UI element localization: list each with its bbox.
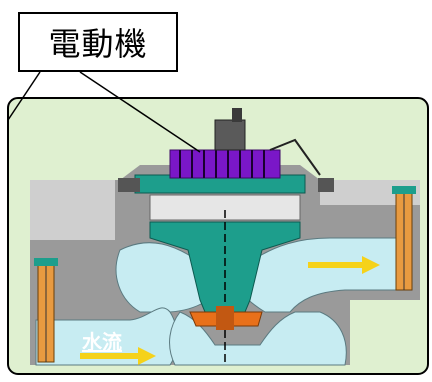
motor-top-cap [214, 119, 246, 151]
railing [269, 138, 321, 176]
right-bracket [318, 178, 334, 192]
left-bracket [118, 178, 140, 192]
left-gauge-cap [34, 258, 58, 266]
water-flow-label: 水流 [82, 330, 122, 354]
outflow-arrow [308, 256, 380, 274]
leader-line-2 [79, 71, 201, 153]
right-gauge-cap [392, 186, 416, 194]
motor-label: 電動機 [48, 25, 148, 63]
exciter [232, 108, 242, 122]
draft-tube [169, 311, 347, 366]
generator-housing [149, 194, 301, 221]
motor-fins [179, 150, 265, 178]
inflow-arrow [80, 347, 156, 365]
motor-label-box: 電動機 [18, 12, 178, 72]
leader-line-1 [7, 71, 41, 121]
left-concrete-block [30, 180, 115, 240]
motor-body [169, 149, 281, 179]
runner-hub [216, 306, 234, 330]
